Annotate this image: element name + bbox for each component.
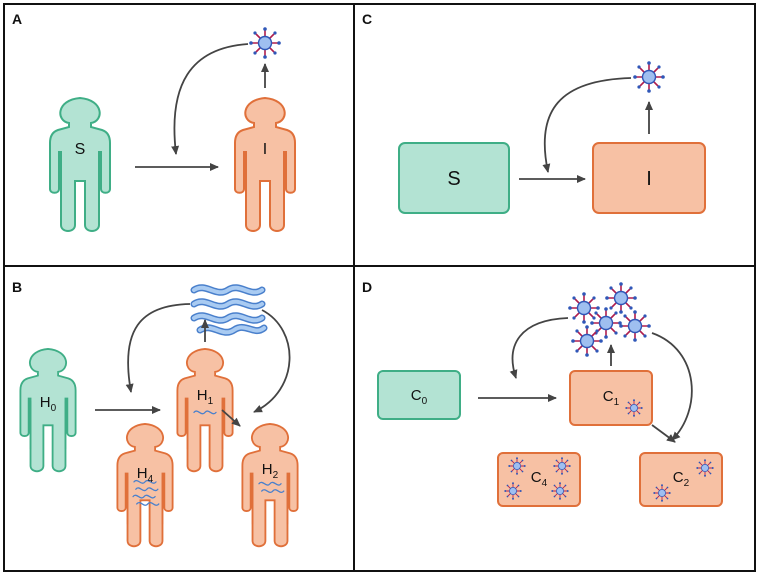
- virus-particle-icon: [604, 281, 638, 315]
- arrow-transmission-left: [509, 317, 569, 379]
- virus-particle-icon: [632, 60, 666, 94]
- person-h4: [116, 423, 174, 548]
- label-c2: C2: [673, 469, 690, 489]
- panel-a-letter: A: [12, 11, 22, 27]
- virus-particle-icon: [552, 456, 572, 476]
- label-h1: H1: [197, 387, 214, 407]
- person-silhouette-icon: [234, 97, 296, 232]
- person-h0: [19, 348, 77, 473]
- arrow-transmission: [171, 43, 249, 155]
- panel-c-letter: C: [362, 11, 372, 27]
- person-h2: [241, 423, 299, 548]
- label-c4: C4: [531, 469, 548, 489]
- arrow-c1-to-c2: [651, 424, 676, 443]
- panel-d-frame: [353, 265, 756, 572]
- box-susceptible: [398, 142, 510, 214]
- person-susceptible: S: [49, 97, 111, 232]
- arrow-transmission-right: [651, 332, 693, 441]
- virus-particle-icon: [618, 309, 652, 343]
- person-h1: [176, 348, 234, 473]
- box-susceptible-label: S: [447, 168, 460, 190]
- person-silhouette-icon: [116, 423, 174, 548]
- panel-b-letter: B: [12, 279, 22, 295]
- virus-particle-icon: [550, 481, 570, 501]
- box-c0: [377, 370, 461, 420]
- label-c0: C0: [411, 387, 428, 407]
- virus-particle-icon: [570, 324, 604, 358]
- panel-a: A S I: [12, 11, 296, 232]
- person-infected: I: [234, 97, 296, 232]
- virus-particle-icon: [507, 456, 527, 476]
- person-silhouette-icon: [176, 348, 234, 473]
- panel-d: D C0 C1 C4 C2: [362, 279, 723, 507]
- panel-frames: [3, 3, 756, 572]
- label-h2: H2: [262, 461, 279, 481]
- label-c1: C1: [603, 388, 620, 408]
- person-silhouette-icon: [241, 423, 299, 548]
- virus-particle-icon: [248, 26, 282, 60]
- panel-b: B H0 H1 H4: [12, 279, 299, 548]
- box-infected-label: I: [646, 168, 652, 190]
- arrow-transmission-left: [125, 303, 191, 393]
- panel-c-frame: [353, 3, 756, 267]
- virus-particle-icon: [624, 398, 644, 418]
- panel-c: C S I: [362, 11, 706, 214]
- panel-d-letter: D: [362, 279, 372, 295]
- virus-particle-icon: [567, 291, 601, 325]
- box-c1: [569, 370, 653, 426]
- label-s: S: [75, 141, 86, 158]
- virus-particle-icon: [695, 458, 715, 478]
- arrow-transmission-right: [253, 309, 291, 413]
- virus-particle-icon: [503, 481, 523, 501]
- label-h0: H0: [40, 394, 57, 414]
- label-i: I: [263, 141, 267, 158]
- label-h4: H4: [137, 465, 154, 485]
- box-infected: [592, 142, 706, 214]
- person-silhouette-icon: [49, 97, 111, 232]
- arrow-h1-to-h2: [221, 409, 241, 427]
- virus-particle-icon: [652, 483, 672, 503]
- arrow-transmission: [542, 77, 632, 173]
